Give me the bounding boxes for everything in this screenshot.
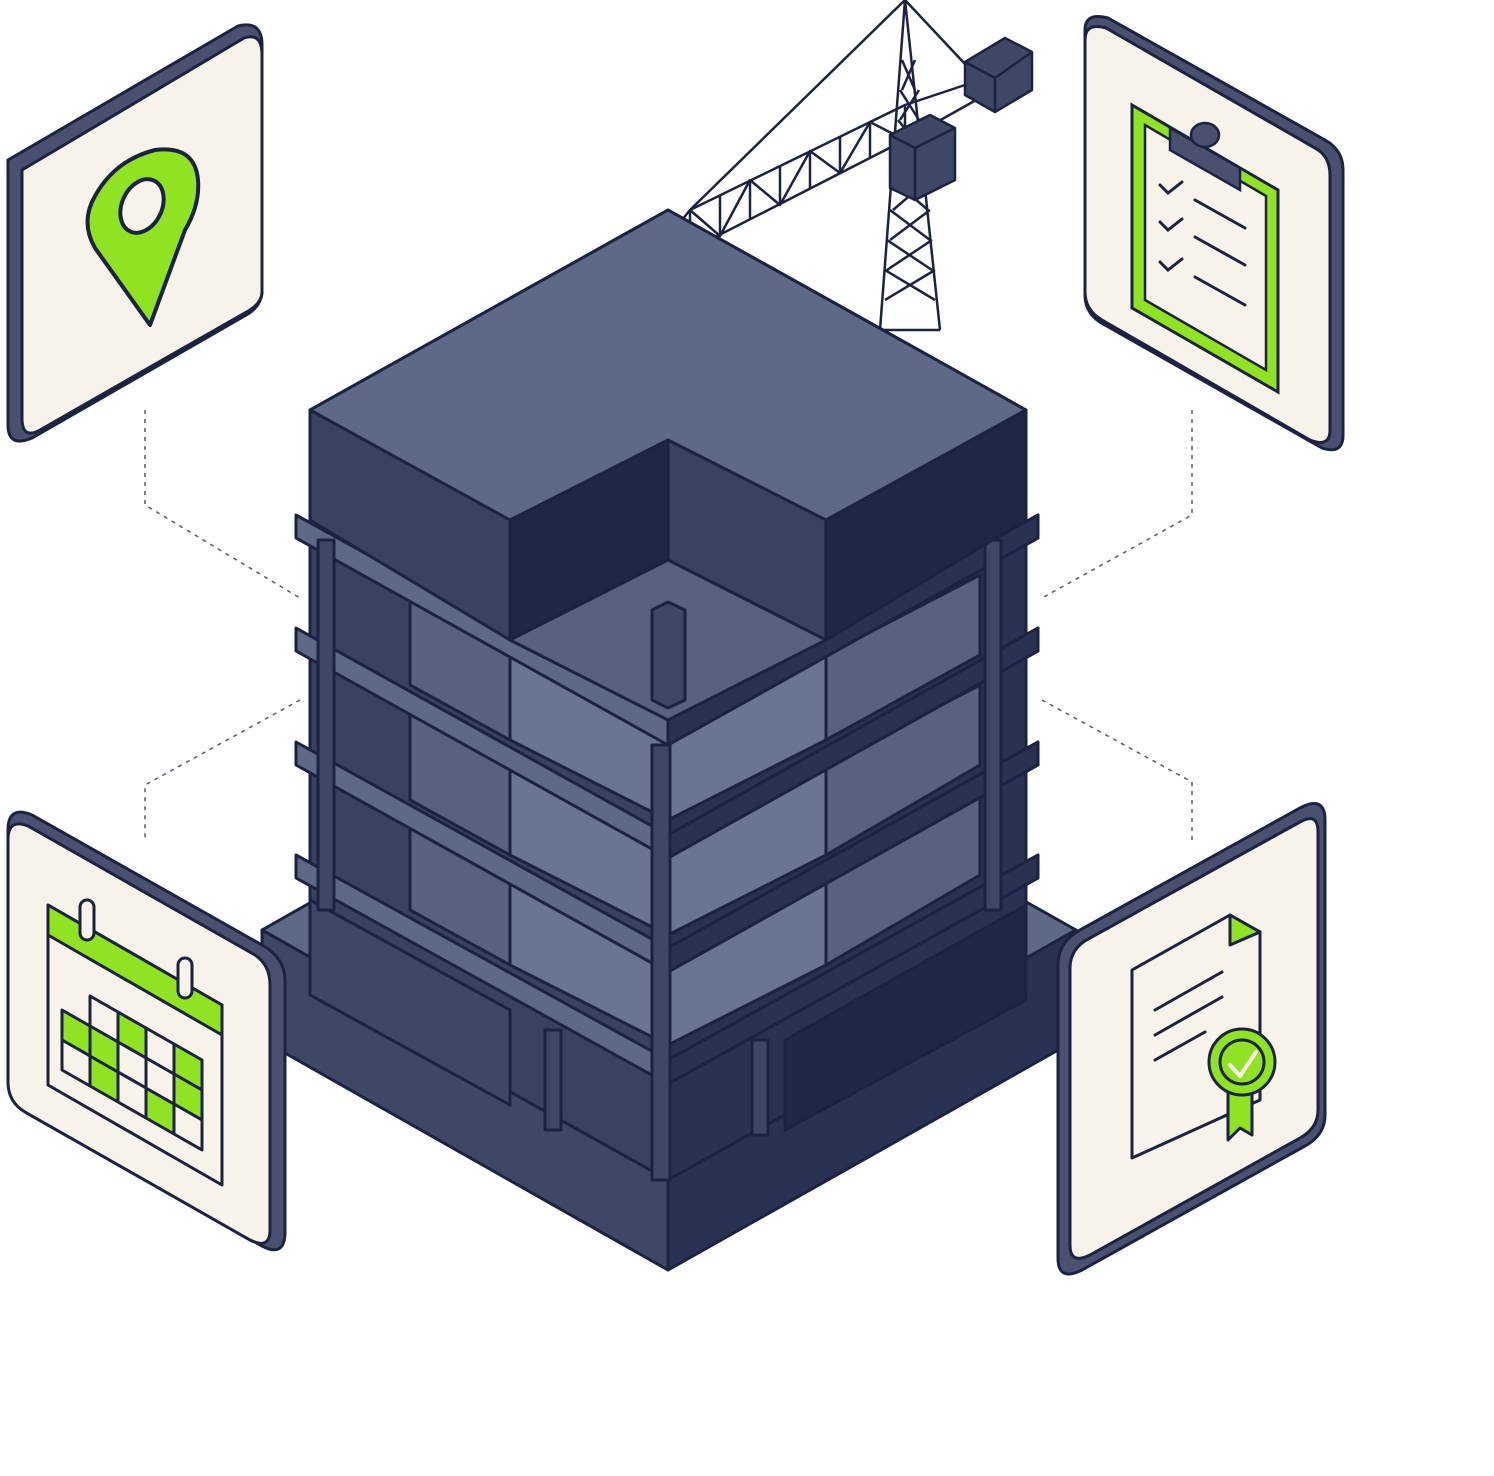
- building: [294, 208, 1040, 1182]
- connector-lines: [144, 410, 1193, 842]
- calendar-icon: [46, 898, 224, 1187]
- checklist-card: [1083, 15, 1345, 452]
- clipboard-checklist-icon: [1130, 102, 1280, 395]
- certificate-card: [1056, 802, 1327, 1276]
- location-pin-icon: [85, 147, 201, 327]
- crane: [669, 0, 1034, 342]
- location-card: [6, 23, 264, 443]
- calendar-card: [6, 810, 287, 1252]
- certificate-icon: [1130, 913, 1277, 1160]
